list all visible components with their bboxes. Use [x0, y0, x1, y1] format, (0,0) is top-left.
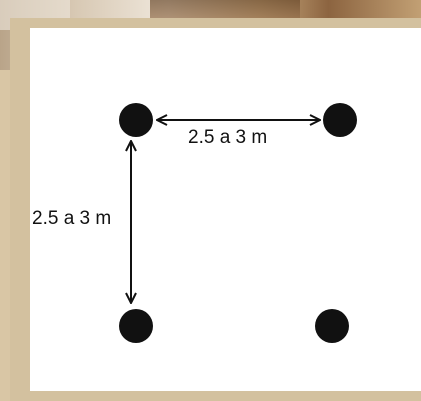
- horizontal-spacing-label: 2.5 a 3 m: [188, 127, 267, 149]
- plant-dot-top-right: [323, 103, 357, 137]
- plant-dot-top-left: [119, 103, 153, 137]
- vertical-spacing-label: 2.5 a 3 m: [32, 208, 111, 230]
- plant-dot-bottom-right: [315, 309, 349, 343]
- plant-dot-bottom-left: [119, 309, 153, 343]
